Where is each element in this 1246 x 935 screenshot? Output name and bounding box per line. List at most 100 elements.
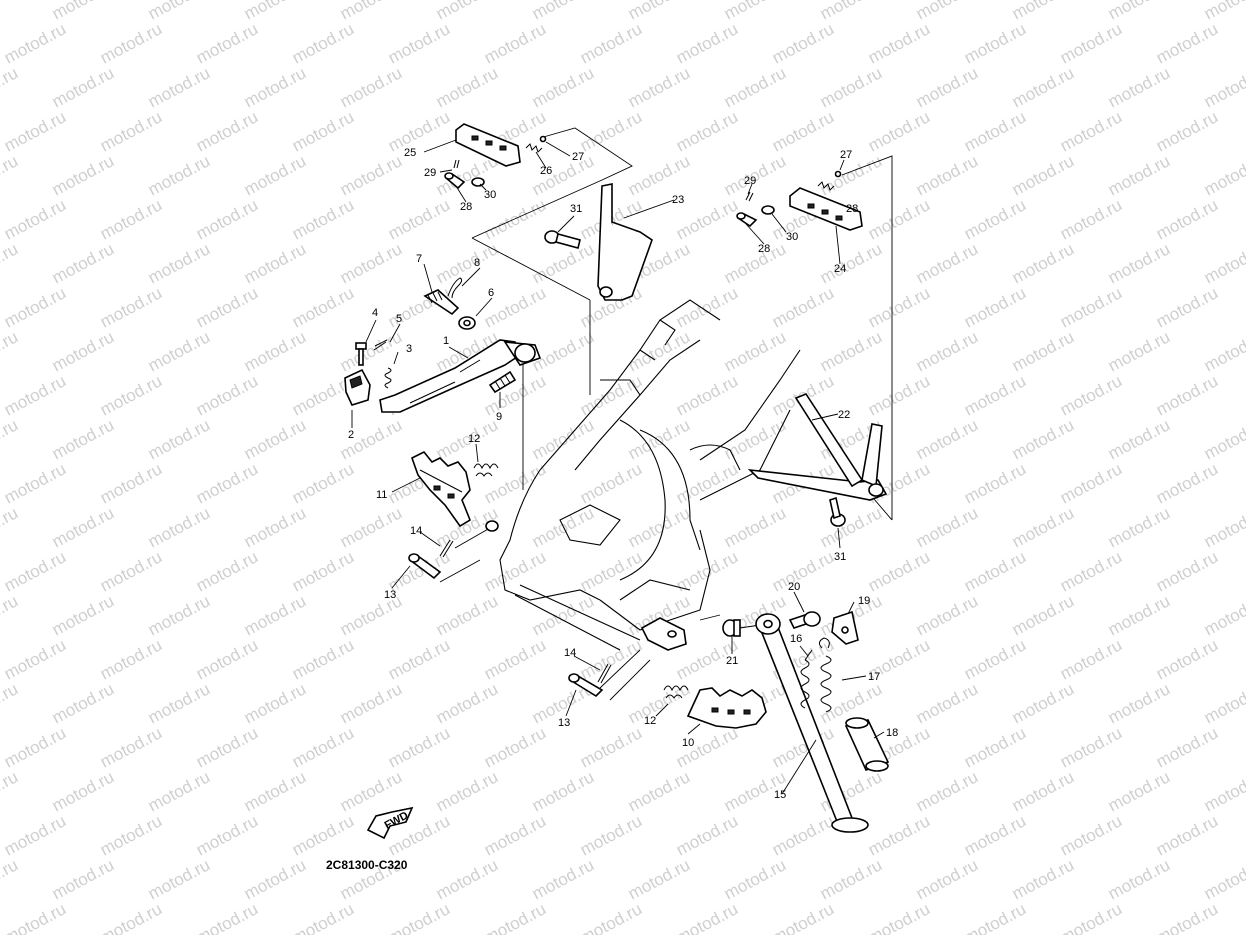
watermark-text: motod.ru bbox=[577, 723, 645, 771]
watermark-text: motod.ru bbox=[0, 767, 21, 815]
stay-bolt-left bbox=[544, 230, 581, 249]
watermark-text: motod.ru bbox=[1105, 767, 1173, 815]
callout-15: 15 bbox=[774, 789, 786, 801]
callout-31-right: 31 bbox=[834, 551, 846, 563]
callout-21: 21 bbox=[726, 655, 738, 667]
callout-14-lower: 14 bbox=[564, 647, 576, 659]
watermark-text: motod.ru bbox=[1105, 415, 1173, 463]
watermark-text: motod.ru bbox=[1105, 591, 1173, 639]
rear-footrest-stay-right bbox=[747, 393, 888, 501]
watermark-text: motod.ru bbox=[673, 19, 741, 67]
sidestand-spring-outer bbox=[818, 637, 832, 713]
watermark-text: motod.ru bbox=[1105, 239, 1173, 287]
watermark-text: motod.ru bbox=[1201, 63, 1246, 111]
watermark-text: motod.ru bbox=[1, 899, 69, 935]
watermark-text: motod.ru bbox=[625, 151, 693, 199]
watermark-text: motod.ru bbox=[289, 635, 357, 683]
watermark-text: motod.ru bbox=[769, 19, 837, 67]
watermark-text: motod.ru bbox=[721, 327, 789, 375]
watermark-text: motod.ru bbox=[97, 371, 165, 419]
watermark-text: motod.ru bbox=[193, 723, 261, 771]
watermark-text: motod.ru bbox=[1009, 151, 1077, 199]
watermark-text: motod.ru bbox=[865, 547, 933, 595]
tip-spring bbox=[384, 367, 392, 389]
watermark-text: motod.ru bbox=[481, 195, 549, 243]
callout-28-right: 28 bbox=[758, 243, 770, 255]
watermark-text: motod.ru bbox=[0, 855, 21, 903]
watermark-text: motod.ru bbox=[1009, 767, 1077, 815]
callout-13-upper: 13 bbox=[384, 589, 396, 601]
watermark-text: motod.ru bbox=[913, 591, 981, 639]
watermark-text: motod.ru bbox=[97, 547, 165, 595]
footpeg-pin-right bbox=[736, 212, 758, 228]
watermark-text: motod.ru bbox=[673, 107, 741, 155]
watermark-text: motod.ru bbox=[0, 239, 21, 287]
watermark-text: motod.ru bbox=[241, 591, 309, 639]
callout-29-right: 29 bbox=[744, 175, 756, 187]
watermark-text: motod.ru bbox=[673, 811, 741, 859]
watermark-text: motod.ru bbox=[913, 415, 981, 463]
watermark-text: motod.ru bbox=[961, 283, 1029, 331]
watermark-text: motod.ru bbox=[145, 503, 213, 551]
watermark-text: motod.ru bbox=[1201, 151, 1246, 199]
watermark-text: motod.ru bbox=[241, 855, 309, 903]
watermark-text: motod.ru bbox=[913, 855, 981, 903]
watermark-text: motod.ru bbox=[1201, 327, 1246, 375]
watermark-text: motod.ru bbox=[481, 371, 549, 419]
watermark-text: motod.ru bbox=[97, 195, 165, 243]
sidestand bbox=[755, 613, 869, 833]
watermark-text: motod.ru bbox=[961, 459, 1029, 507]
watermark-text: motod.ru bbox=[913, 767, 981, 815]
watermark-text: motod.ru bbox=[1105, 327, 1173, 375]
watermark-text: motod.ru bbox=[769, 547, 837, 595]
footpeg-spring-right bbox=[817, 181, 835, 191]
clip-8 bbox=[447, 277, 463, 299]
watermark-text: motod.ru bbox=[193, 635, 261, 683]
watermark-text: motod.ru bbox=[433, 767, 501, 815]
watermark-text: motod.ru bbox=[1009, 327, 1077, 375]
watermark-text: motod.ru bbox=[1153, 283, 1221, 331]
watermark-text: motod.ru bbox=[769, 283, 837, 331]
watermark-text: motod.ru bbox=[865, 195, 933, 243]
passenger-footpeg-right bbox=[789, 187, 863, 231]
adjuster-bolt bbox=[488, 370, 517, 394]
watermark-text: motod.ru bbox=[49, 415, 117, 463]
sidestand-sleeve bbox=[844, 717, 890, 772]
watermark-text: motod.ru bbox=[97, 635, 165, 683]
watermark-text: motod.ru bbox=[97, 459, 165, 507]
callout-25: 25 bbox=[404, 147, 416, 159]
watermark-text: motod.ru bbox=[0, 503, 21, 551]
watermark-text: motod.ru bbox=[1153, 459, 1221, 507]
watermark-text: motod.ru bbox=[961, 547, 1029, 595]
watermark-text: motod.ru bbox=[1105, 503, 1173, 551]
watermark-text: motod.ru bbox=[961, 635, 1029, 683]
watermark-text: motod.ru bbox=[529, 503, 597, 551]
watermark-text: motod.ru bbox=[865, 371, 933, 419]
watermark-text: motod.ru bbox=[97, 811, 165, 859]
watermark-text: motod.ru bbox=[1057, 547, 1125, 595]
tip-pin bbox=[355, 342, 367, 366]
watermark-text: motod.ru bbox=[289, 811, 357, 859]
watermark-text: motod.ru bbox=[0, 415, 21, 463]
watermark-text: motod.ru bbox=[529, 855, 597, 903]
watermark-text: motod.ru bbox=[337, 679, 405, 727]
leader-lines bbox=[351, 139, 885, 795]
watermark-text: motod.ru bbox=[673, 459, 741, 507]
rear-footrest-stay-left bbox=[597, 183, 653, 301]
watermark-text: motod.ru bbox=[481, 635, 549, 683]
watermark-text: motod.ru bbox=[961, 371, 1029, 419]
watermark-text: motod.ru bbox=[289, 107, 357, 155]
callout-27-right: 27 bbox=[840, 149, 852, 161]
watermark-text: motod.ru bbox=[961, 811, 1029, 859]
watermark-text: motod.ru bbox=[1057, 19, 1125, 67]
detent-ball-right bbox=[834, 170, 842, 178]
watermark-text: motod.ru bbox=[865, 899, 933, 935]
brake-pedal bbox=[379, 339, 542, 413]
watermark-text: motod.ru bbox=[289, 283, 357, 331]
washer-6 bbox=[458, 316, 476, 330]
pivot-bolt bbox=[423, 289, 460, 316]
watermark-text: motod.ru bbox=[49, 767, 117, 815]
footrest-cotter-lower bbox=[597, 663, 612, 684]
watermark-text: motod.ru bbox=[673, 899, 741, 935]
watermark-text: motod.ru bbox=[385, 19, 453, 67]
